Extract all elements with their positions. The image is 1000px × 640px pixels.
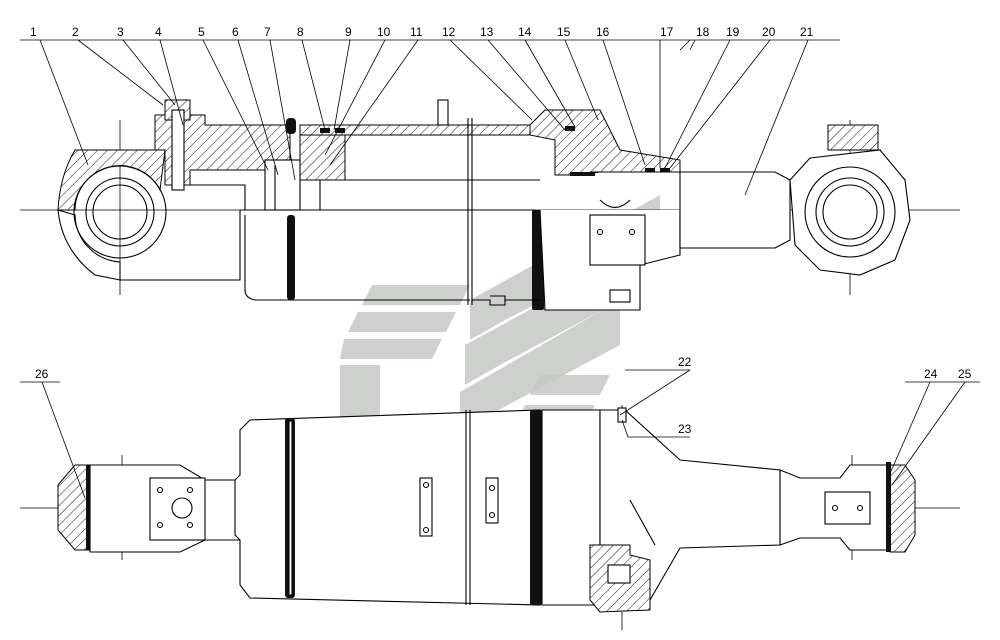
front-eye-section <box>889 464 916 553</box>
callout-19: 19 <box>726 25 740 39</box>
callout-21: 21 <box>800 25 814 39</box>
callout-12: 12 <box>442 25 456 39</box>
top-view <box>20 99 960 311</box>
callout-numbers: 1 2 3 4 5 6 7 8 9 10 11 12 13 14 15 16 1… <box>30 25 972 436</box>
callout-2: 2 <box>72 25 79 39</box>
callout-3: 3 <box>117 25 124 39</box>
rear-cap-section <box>57 464 91 551</box>
callout-5: 5 <box>198 25 205 39</box>
callout-25: 25 <box>958 367 972 381</box>
callout-14: 14 <box>518 25 532 39</box>
bottom-view <box>20 405 960 630</box>
callout-23: 23 <box>678 422 692 436</box>
callout-16: 16 <box>596 25 610 39</box>
callout-13: 13 <box>480 25 494 39</box>
callout-7: 7 <box>264 25 271 39</box>
callout-4: 4 <box>155 25 162 39</box>
callout-6: 6 <box>232 25 239 39</box>
callout-20: 20 <box>762 25 776 39</box>
callout-18: 18 <box>696 25 710 39</box>
front-gland-section <box>529 109 681 176</box>
callout-17: 17 <box>660 25 674 39</box>
lower-barrel <box>234 409 541 606</box>
callout-26: 26 <box>35 367 49 381</box>
callout-15: 15 <box>557 25 571 39</box>
front-eye <box>789 124 911 276</box>
callout-8: 8 <box>297 25 304 39</box>
callout-24: 24 <box>924 367 938 381</box>
callout-22: 22 <box>678 355 692 369</box>
callout-leaders <box>20 39 980 499</box>
rear-eye <box>57 149 167 281</box>
piston-rod <box>590 171 791 249</box>
callout-9: 9 <box>345 25 352 39</box>
callout-10: 10 <box>377 25 391 39</box>
callout-11: 11 <box>410 25 423 39</box>
callout-1: 1 <box>30 25 37 39</box>
